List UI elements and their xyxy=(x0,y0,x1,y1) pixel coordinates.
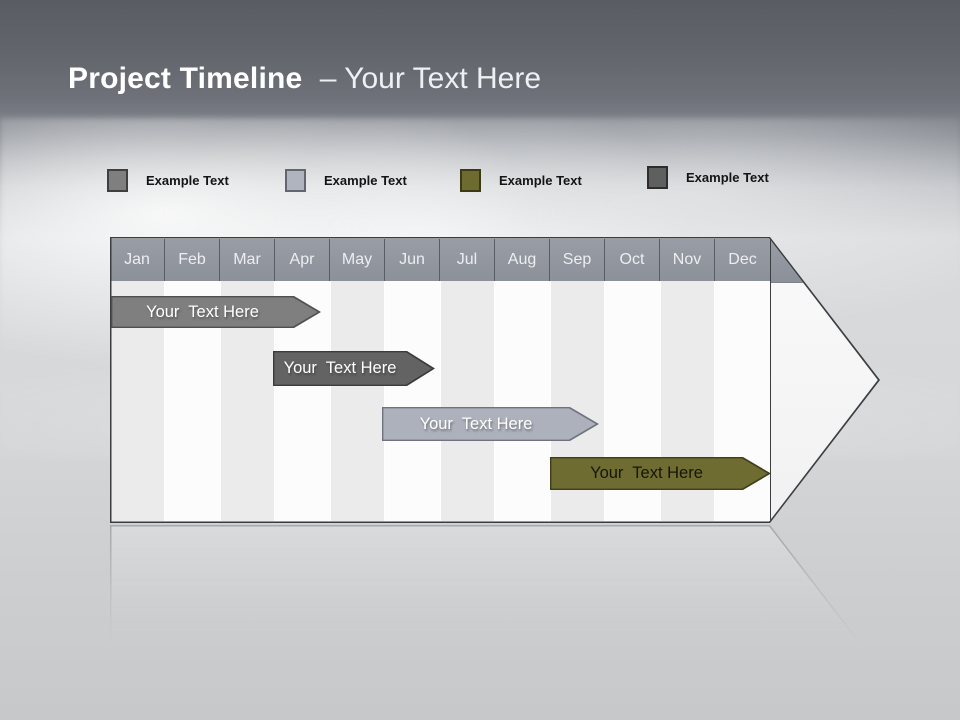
timeline-bar-2-fill xyxy=(274,352,432,385)
month-header-aug: Aug xyxy=(495,238,550,282)
legend-label: Example Text xyxy=(686,169,769,185)
legend-item-1: Example Text xyxy=(107,168,229,192)
timeline-bar-1-fill xyxy=(112,297,318,327)
month-header-jul: Jul xyxy=(440,238,495,282)
timeline-arrow-body: Jan Feb Mar Apr May Jun Jul Aug Sep Oct … xyxy=(111,238,878,522)
legend-label: Example Text xyxy=(146,172,229,188)
legend-label: Example Text xyxy=(499,172,582,188)
page-title-bold: Project Timeline xyxy=(68,62,303,95)
month-header-jan: Jan xyxy=(112,238,165,282)
month-header-apr: Apr xyxy=(275,238,330,282)
month-header-jun: Jun xyxy=(385,238,440,282)
timeline-bar-4-label: Your Text Here xyxy=(590,464,703,482)
timeline-bar-1: Your Text Here xyxy=(111,296,321,328)
timeline-bar-4: Your Text Here xyxy=(550,457,771,490)
timeline-bar-3-label: Your Text Here xyxy=(419,414,533,433)
page-title: Project Timeline – Your Text Here xyxy=(68,60,541,98)
month-header-mar: Mar xyxy=(220,238,275,282)
page-title-subtext: – Your Text Here xyxy=(319,62,542,95)
legend-item-2: Example Text xyxy=(285,168,407,192)
month-header-feb: Feb xyxy=(165,238,220,282)
month-header-sep: Sep xyxy=(550,238,605,282)
legend-swatch-gray xyxy=(107,168,128,192)
legend-label: Example Text xyxy=(324,172,407,188)
timeline-bar-3: Your Text Here xyxy=(382,407,599,441)
timeline-chart: Jan Feb Mar Apr May Jun Jul Aug Sep Oct … xyxy=(110,237,880,523)
month-header-dec: Dec xyxy=(728,251,757,268)
timeline-reflection xyxy=(110,525,880,675)
column-stripe xyxy=(385,281,440,521)
column-stripe xyxy=(495,281,550,521)
timeline-bar-1-label: Your Text Here xyxy=(146,302,259,321)
legend-swatch-darkgray xyxy=(647,165,668,189)
column-stripe xyxy=(330,281,385,521)
timeline-bar-2: Your Text Here xyxy=(273,351,435,386)
timeline-bar-3-fill xyxy=(383,408,596,440)
month-header-row: Jan Feb Mar Apr May Jun Jul Aug Sep Oct … xyxy=(111,238,878,283)
month-header-nov: Nov xyxy=(660,238,715,282)
legend-item-4: Example Text xyxy=(647,165,769,189)
legend-swatch-lightgray xyxy=(285,168,306,192)
legend-item-3: Example Text xyxy=(460,168,582,192)
timeline-bar-4-fill xyxy=(551,458,768,489)
month-header-may: May xyxy=(330,238,385,282)
timeline-bar-2-label: Your Text Here xyxy=(283,359,397,377)
legend-swatch-olive xyxy=(460,168,481,192)
month-header-oct: Oct xyxy=(605,238,660,282)
column-stripe xyxy=(440,281,495,521)
